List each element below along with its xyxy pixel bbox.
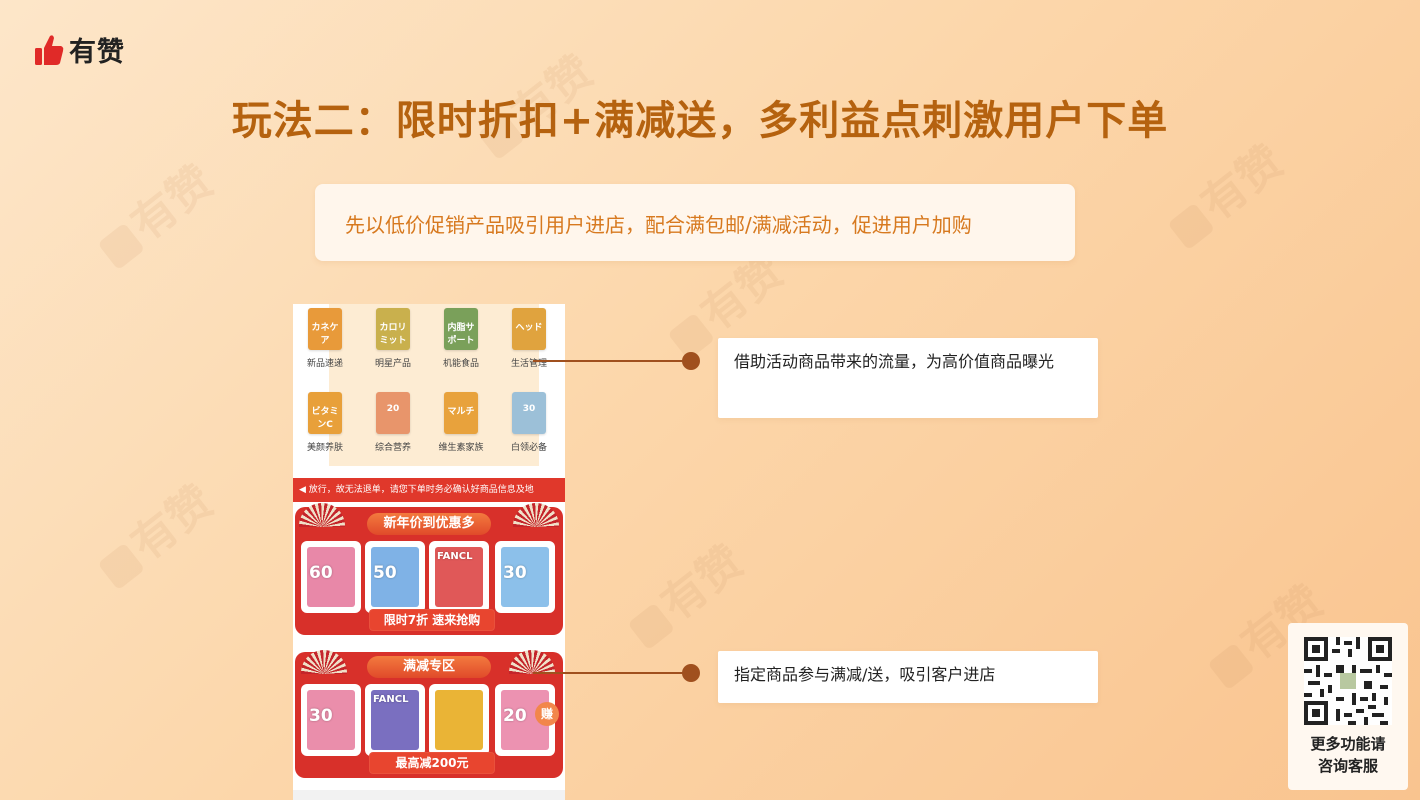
callout-text: 借助活动商品带来的流量，为高价值商品曝光 bbox=[734, 352, 1055, 371]
pack-number: FANCL bbox=[373, 694, 409, 705]
ticker-text: 放行，故无法退单，请您下单时务必确认好商品信息及地 bbox=[308, 485, 534, 495]
product-card[interactable]: 30 bbox=[301, 684, 361, 756]
product-card[interactable]: 30 bbox=[495, 541, 555, 613]
qr-code-icon bbox=[1304, 637, 1392, 725]
category-label: 综合营养 bbox=[374, 443, 411, 453]
product-card[interactable]: 60 bbox=[301, 541, 361, 613]
product-image: ヘッド bbox=[512, 308, 546, 350]
product-image: 20 bbox=[376, 392, 410, 434]
product-image: 内脂サポート bbox=[444, 308, 478, 350]
full-reduction-button[interactable]: 最高减200元 bbox=[369, 752, 495, 774]
category-label: 新品速递 bbox=[306, 359, 343, 369]
category-item[interactable]: ビタミンC 美颜养肤 bbox=[293, 392, 357, 453]
category-item[interactable]: 30 白领必备 bbox=[497, 392, 561, 453]
category-label: 美颜养肤 bbox=[306, 443, 343, 453]
thumbs-up-icon bbox=[34, 33, 64, 67]
product-image: カロリミット bbox=[376, 308, 410, 350]
category-label: 维生素家族 bbox=[438, 443, 484, 453]
category-label: 生活管理 bbox=[510, 359, 547, 369]
qr-label: 更多功能请 咨询客服 bbox=[1288, 733, 1408, 777]
watermark: 有赞 bbox=[1154, 127, 1294, 256]
promo-banner-full-reduction[interactable]: 满减专区 30 FANCL 20 赚 最高减200元 bbox=[295, 650, 563, 778]
fan-decoration bbox=[299, 503, 345, 527]
category-item[interactable]: ヘッド 生活管理 bbox=[497, 308, 561, 369]
earn-badge[interactable]: 赚 bbox=[535, 702, 559, 726]
phone-footer bbox=[293, 790, 565, 800]
product-image: 30 bbox=[512, 392, 546, 434]
connector-dot bbox=[682, 664, 700, 682]
pack-number: 50 bbox=[373, 563, 397, 583]
banner-title: 新年价到优惠多 bbox=[367, 513, 491, 535]
watermark: 有赞 bbox=[614, 527, 754, 656]
category-item[interactable]: カロリミット 明星产品 bbox=[361, 308, 425, 369]
callout-full-reduction: 指定商品参与满减/送，吸引客户进店 bbox=[718, 651, 1098, 703]
product-image: マルチ bbox=[444, 392, 478, 434]
notice-ticker: ◀ 放行，故无法退单，请您下单时务必确认好商品信息及地 bbox=[293, 478, 565, 502]
connector-line bbox=[533, 360, 683, 362]
fan-decoration bbox=[509, 650, 555, 674]
category-label: 明星产品 bbox=[374, 359, 411, 369]
fan-decoration bbox=[513, 503, 559, 527]
subtitle-box: 先以低价促销产品吸引用户进店，配合满包邮/满减活动，促进用户加购 bbox=[315, 184, 1075, 261]
qr-label-line: 更多功能请 bbox=[1310, 735, 1386, 753]
connector-line bbox=[533, 672, 683, 674]
flash-sale-button[interactable]: 限时7折 速来抢购 bbox=[369, 609, 495, 631]
callout-text: 指定商品参与满减/送，吸引客户进店 bbox=[734, 665, 996, 684]
pack-number: 30 bbox=[503, 563, 527, 583]
promo-banner-discount[interactable]: 新年价到优惠多 60 50 FANCL 30 限时7折 速来抢购 bbox=[295, 503, 563, 635]
category-item[interactable]: カネケア 新品速递 bbox=[293, 308, 357, 369]
category-item[interactable]: 20 综合营养 bbox=[361, 392, 425, 453]
connector-dot bbox=[682, 352, 700, 370]
speaker-icon: ◀ bbox=[299, 485, 309, 495]
phone-screenshot: カネケア 新品速递 カロリミット 明星产品 内脂サポート 机能食品 ヘッド 生活… bbox=[293, 304, 565, 800]
product-card[interactable] bbox=[429, 684, 489, 756]
pack-number: 30 bbox=[309, 706, 333, 726]
watermark: 有赞 bbox=[84, 467, 224, 596]
qr-code-box[interactable]: 更多功能请 咨询客服 bbox=[1288, 623, 1408, 790]
highlight-overlay bbox=[329, 304, 539, 466]
fan-decoration bbox=[301, 650, 347, 674]
pack-number: 60 bbox=[309, 563, 333, 583]
product-card[interactable]: FANCL bbox=[365, 684, 425, 756]
category-grid: カネケア 新品速递 カロリミット 明星产品 内脂サポート 机能食品 ヘッド 生活… bbox=[293, 304, 565, 482]
category-item[interactable]: 内脂サポート 机能食品 bbox=[429, 308, 493, 369]
pack-number: FANCL bbox=[437, 551, 473, 562]
banner-title: 满减专区 bbox=[367, 656, 491, 678]
category-item[interactable]: マルチ 维生素家族 bbox=[429, 392, 493, 453]
category-label: 机能食品 bbox=[442, 359, 479, 369]
product-card[interactable]: 20 bbox=[495, 684, 555, 756]
qr-label-line: 咨询客服 bbox=[1317, 757, 1378, 775]
product-image: ビタミンC bbox=[308, 392, 342, 434]
page-title: 玩法二：限时折扣+满减送，多利益点刺激用户下单 bbox=[231, 98, 1169, 144]
callout-traffic: 借助活动商品带来的流量，为高价值商品曝光 bbox=[718, 338, 1098, 418]
watermark: 有赞 bbox=[84, 147, 224, 276]
product-card[interactable]: FANCL bbox=[429, 541, 489, 613]
category-label: 白领必备 bbox=[510, 443, 547, 453]
brand-name: 有赞 bbox=[69, 37, 125, 68]
subtitle-text: 先以低价促销产品吸引用户进店，配合满包邮/满减活动，促进用户加购 bbox=[345, 213, 972, 237]
product-image: カネケア bbox=[308, 308, 342, 350]
product-card[interactable]: 50 bbox=[365, 541, 425, 613]
brand-logo: 有赞 bbox=[34, 30, 125, 69]
pack-number: 20 bbox=[503, 706, 527, 726]
